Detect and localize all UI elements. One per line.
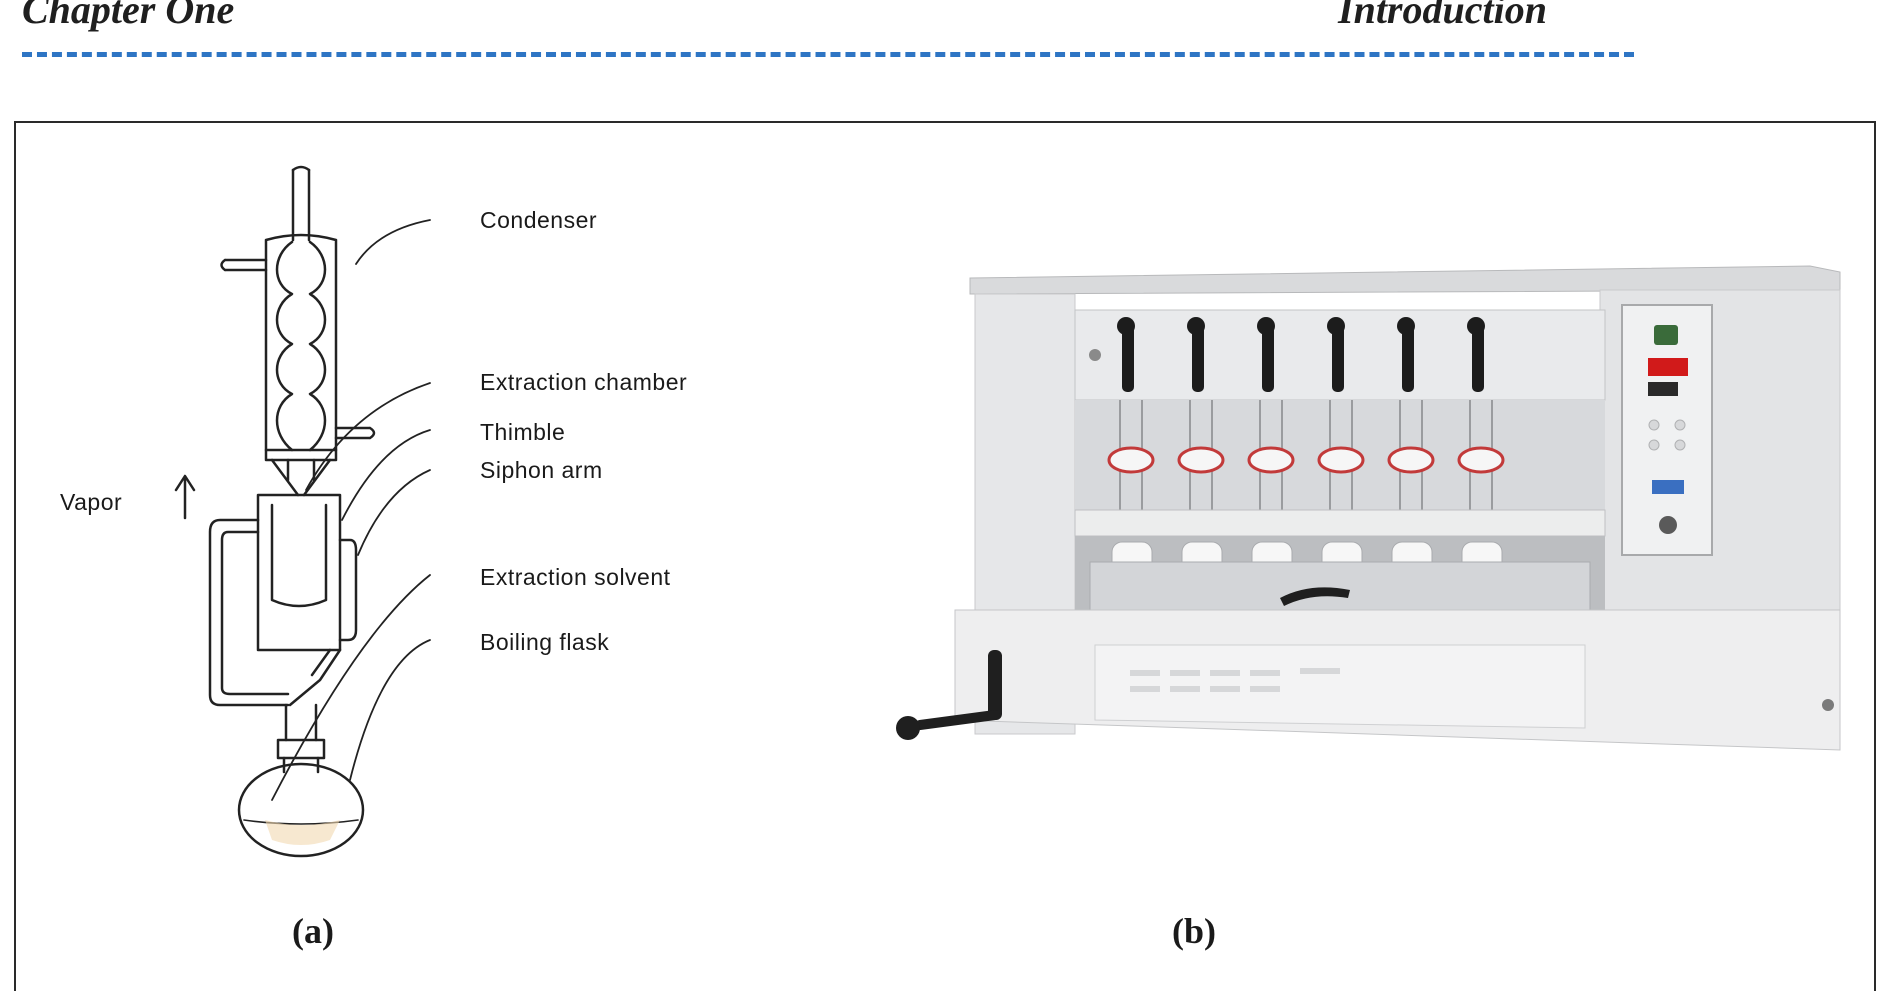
tray-handle — [1280, 587, 1350, 606]
boiling-flask — [237, 762, 365, 858]
side-crank — [988, 650, 1002, 720]
header-divider — [22, 52, 1634, 57]
label-extraction-chamber: Extraction chamber — [480, 369, 687, 395]
soxhlet-diagram: Condenser Extraction chamber Thimble Sip… — [60, 160, 820, 860]
unit-top — [969, 265, 1841, 295]
vapor-arm — [208, 518, 290, 707]
temp-display — [1648, 358, 1688, 376]
label-boiling-flask: Boiling flask — [480, 629, 609, 655]
siphon-arm — [338, 538, 358, 642]
condenser-coil — [275, 240, 294, 452]
power-light — [1654, 325, 1678, 345]
label-siphon-arm: Siphon arm — [480, 457, 603, 483]
timer-display — [1648, 382, 1678, 396]
extraction-chamber — [256, 493, 342, 652]
figure-frame — [14, 121, 1876, 991]
label-extraction-solvent: Extraction solvent — [480, 564, 671, 590]
section-heading: Introduction — [1338, 0, 1547, 32]
label-thimble: Thimble — [480, 419, 565, 445]
label-condenser: Condenser — [480, 207, 597, 233]
vapor-arrow — [174, 474, 196, 520]
label-vapor: Vapor — [60, 489, 122, 515]
thimble-shelf — [1074, 509, 1606, 537]
brand-badge — [1652, 480, 1684, 494]
caption-b: (b) — [1172, 911, 1216, 951]
clamps — [1107, 446, 1505, 474]
thimble — [270, 503, 328, 608]
condenser-levers — [1117, 317, 1485, 392]
caption-a: (a) — [292, 911, 334, 951]
condenser-jacket — [264, 233, 338, 452]
chapter-heading: Chapter One — [22, 0, 235, 32]
control-panel — [1621, 304, 1713, 556]
front-panel — [1094, 644, 1586, 729]
extraction-unit-photo — [880, 250, 1860, 840]
flask-joint — [276, 738, 326, 760]
control-knob — [1659, 516, 1677, 534]
condenser-top-tube — [291, 168, 311, 242]
